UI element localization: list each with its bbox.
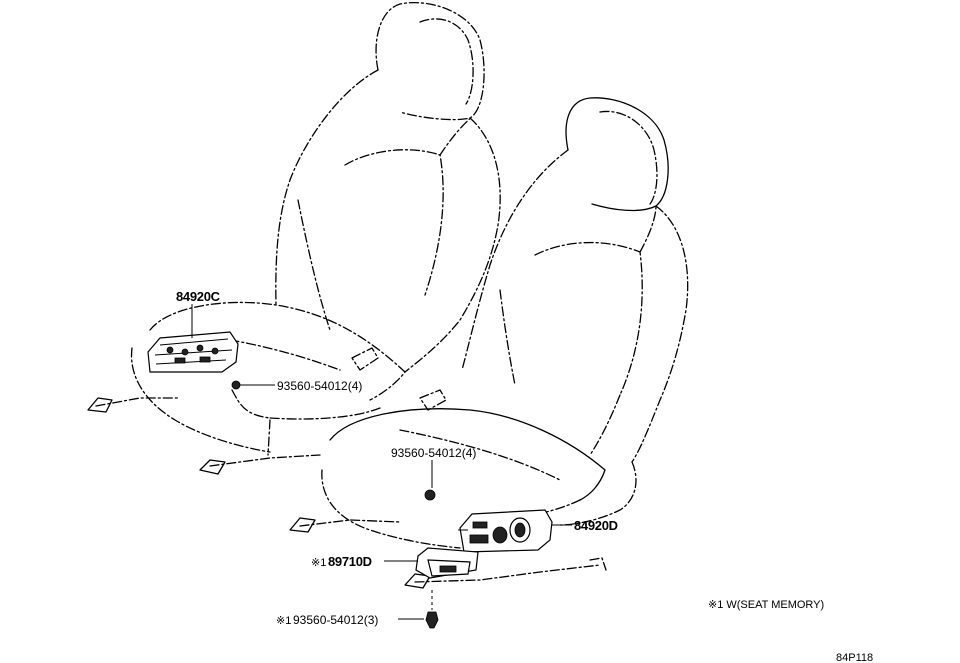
memory-ecu-89710d — [384, 547, 479, 579]
label-84920c: 84920C — [176, 289, 221, 304]
seat-switch-84920c — [147, 331, 239, 373]
left-seat-outline — [87, 2, 501, 475]
label-84920d: 84920D — [574, 518, 618, 533]
label-bolt-bottom: 93560-54012(3) — [293, 613, 378, 627]
label-bolt-left: 93560-54012(4) — [277, 379, 362, 393]
note-seat-memory: ※1 W(SEAT MEMORY) — [708, 599, 824, 611]
bolt-left — [231, 380, 275, 390]
label-89710d-mark: ※1 — [311, 557, 326, 569]
label-bolt-bottom-mark: ※1 — [276, 615, 291, 627]
figure-code: 84P118 — [836, 652, 873, 663]
bolt-right — [424, 460, 436, 501]
bolt-bottom — [398, 590, 439, 629]
label-bolt-right: 93560-54012(4) — [391, 446, 476, 460]
seat-switch-84920d — [458, 509, 572, 553]
right-seat-outline — [289, 97, 689, 589]
label-89710d: 89710D — [328, 554, 372, 569]
